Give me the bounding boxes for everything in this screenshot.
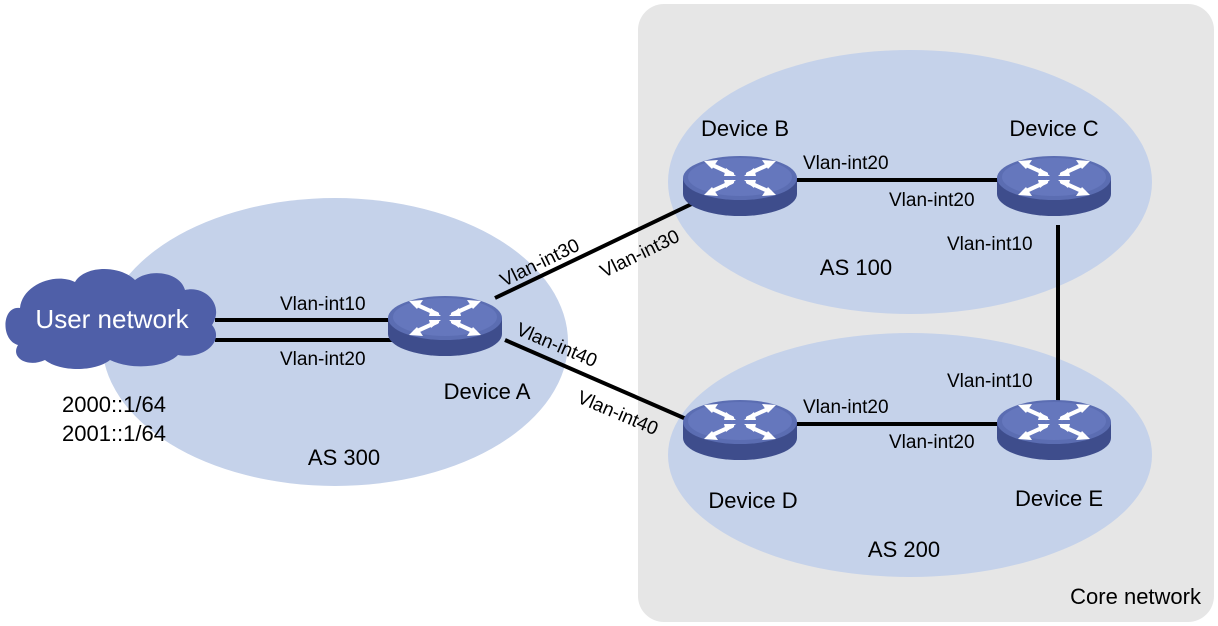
core-network-label: Core network [1070, 584, 1202, 609]
cloud-address-2: 2001::1/64 [62, 421, 166, 446]
device-b-label: Device B [701, 116, 789, 141]
as300-label: AS 300 [308, 445, 380, 470]
iface-cloud-a-top: Vlan-int10 [280, 294, 366, 315]
device-e-label: Device E [1015, 486, 1103, 511]
cloud-address-1: 2000::1/64 [62, 392, 166, 417]
iface-d-e-d: Vlan-int20 [803, 397, 889, 418]
iface-cloud-a-bottom: Vlan-int20 [280, 349, 366, 370]
iface-d-e-e: Vlan-int20 [889, 432, 975, 453]
link-a-d [504, 338, 701, 427]
iface-c-e-c: Vlan-int10 [947, 234, 1033, 255]
router-icon [681, 398, 799, 462]
as100-label: AS 100 [820, 255, 892, 280]
user-network-cloud: User network [5, 268, 217, 369]
router-icon [995, 154, 1113, 218]
device-a-label: Device A [444, 379, 531, 404]
device-d-label: Device D [708, 488, 797, 513]
iface-c-e-e: Vlan-int10 [947, 371, 1033, 392]
iface-b-c-b: Vlan-int20 [803, 153, 889, 174]
link-a-b [494, 198, 701, 300]
iface-b-c-c: Vlan-int20 [889, 190, 975, 211]
user-network-label: User network [35, 304, 189, 334]
router-icon [995, 398, 1113, 462]
as200-label: AS 200 [868, 537, 940, 562]
router-icon [681, 154, 799, 218]
router-icon [386, 294, 504, 358]
as200-area [668, 333, 1152, 577]
device-c-label: Device C [1009, 116, 1098, 141]
